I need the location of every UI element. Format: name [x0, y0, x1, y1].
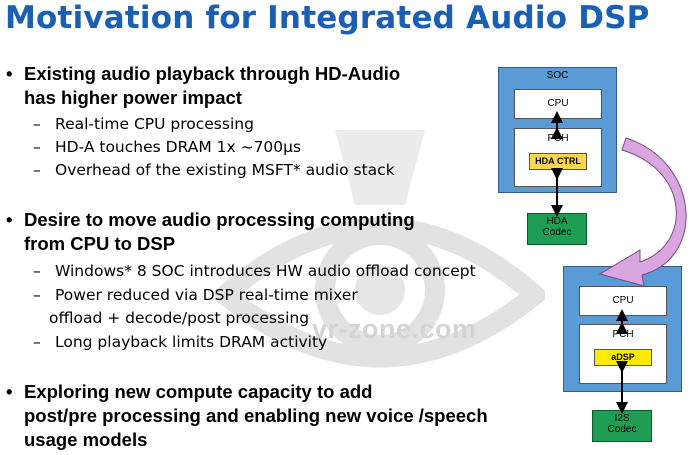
section-2-item-1: –Windows* 8 SOC introduces HW audio offl…: [33, 260, 476, 282]
dash: –: [33, 286, 41, 304]
section-1-heading-line-2: has higher power impact: [24, 87, 242, 108]
section-2-heading-line-2: from CPU to DSP: [24, 233, 176, 254]
curved-arrow-icon: [598, 137, 687, 287]
bullet-dot: •: [6, 209, 13, 230]
codec-line-2: Codec: [542, 227, 572, 238]
codec-line-1: HDA: [546, 216, 568, 227]
section-3-heading-line-3: usage models: [24, 429, 148, 450]
hda-codec-block: HDA Codec: [527, 213, 587, 245]
section-3-heading-line-2: post/pre processing and enabling new voi…: [24, 405, 488, 426]
pch-label: PCH: [612, 329, 634, 340]
dash: –: [33, 333, 41, 351]
section-2-item-2-text: Power reduced via DSP real-time mixer: [55, 286, 358, 304]
section-1-item-2-text: HD-A touches DRAM 1x ~700µs: [55, 138, 302, 156]
section-2-item-2-cont: offload + decode/post processing: [49, 307, 309, 329]
i2s-codec-block: I2S Codec: [592, 410, 652, 442]
section-1-item-3: –Overhead of the existing MSFT* audio st…: [33, 159, 395, 181]
section-1-item-3-text: Overhead of the existing MSFT* audio sta…: [55, 161, 395, 179]
bullet-dot: •: [6, 63, 13, 84]
section-2-item-3-text: Long playback limits DRAM activity: [55, 333, 328, 351]
codec-line-2: Codec: [607, 424, 637, 435]
codec-line-1: I2S: [614, 413, 630, 424]
soc-label: SOC: [546, 70, 569, 81]
section-2-heading-line-1: Desire to move audio processing computin…: [24, 209, 415, 230]
bullet-section-2: • Desire to move audio processing computi…: [6, 208, 415, 256]
section-2-item-2-cont-text: offload + decode/post processing: [49, 309, 310, 327]
watermark-text: vr-zone.com: [312, 314, 477, 344]
bullet-section-1: • Existing audio playback through HD-Audi…: [6, 62, 400, 110]
section-1-item-1-text: Real-time CPU processing: [55, 115, 254, 133]
section-2-item-3: –Long playback limits DRAM activity: [33, 331, 327, 353]
section-1-item-1: –Real-time CPU processing: [33, 113, 254, 135]
section-1-item-2: –HD-A touches DRAM 1x ~700µs: [33, 136, 301, 158]
dash: –: [33, 161, 41, 179]
bullet-section-3: • Exploring new compute capacity to add p…: [6, 380, 488, 452]
bullet-dot: •: [6, 381, 13, 402]
slide-title: Motivation for Integrated Audio DSP: [5, 0, 650, 36]
section-2-item-1-text: Windows* 8 SOC introduces HW audio offlo…: [55, 262, 476, 280]
section-2-item-2: –Power reduced via DSP real-time mixer: [33, 284, 358, 306]
dash: –: [33, 115, 41, 133]
dash: –: [33, 262, 41, 280]
section-3-heading-line-1: Exploring new compute capacity to add: [24, 381, 373, 402]
dash: –: [33, 138, 41, 156]
section-1-heading-line-1: Existing audio playback through HD-Audio: [24, 63, 401, 84]
watermark-eye-icon: [215, 130, 545, 368]
